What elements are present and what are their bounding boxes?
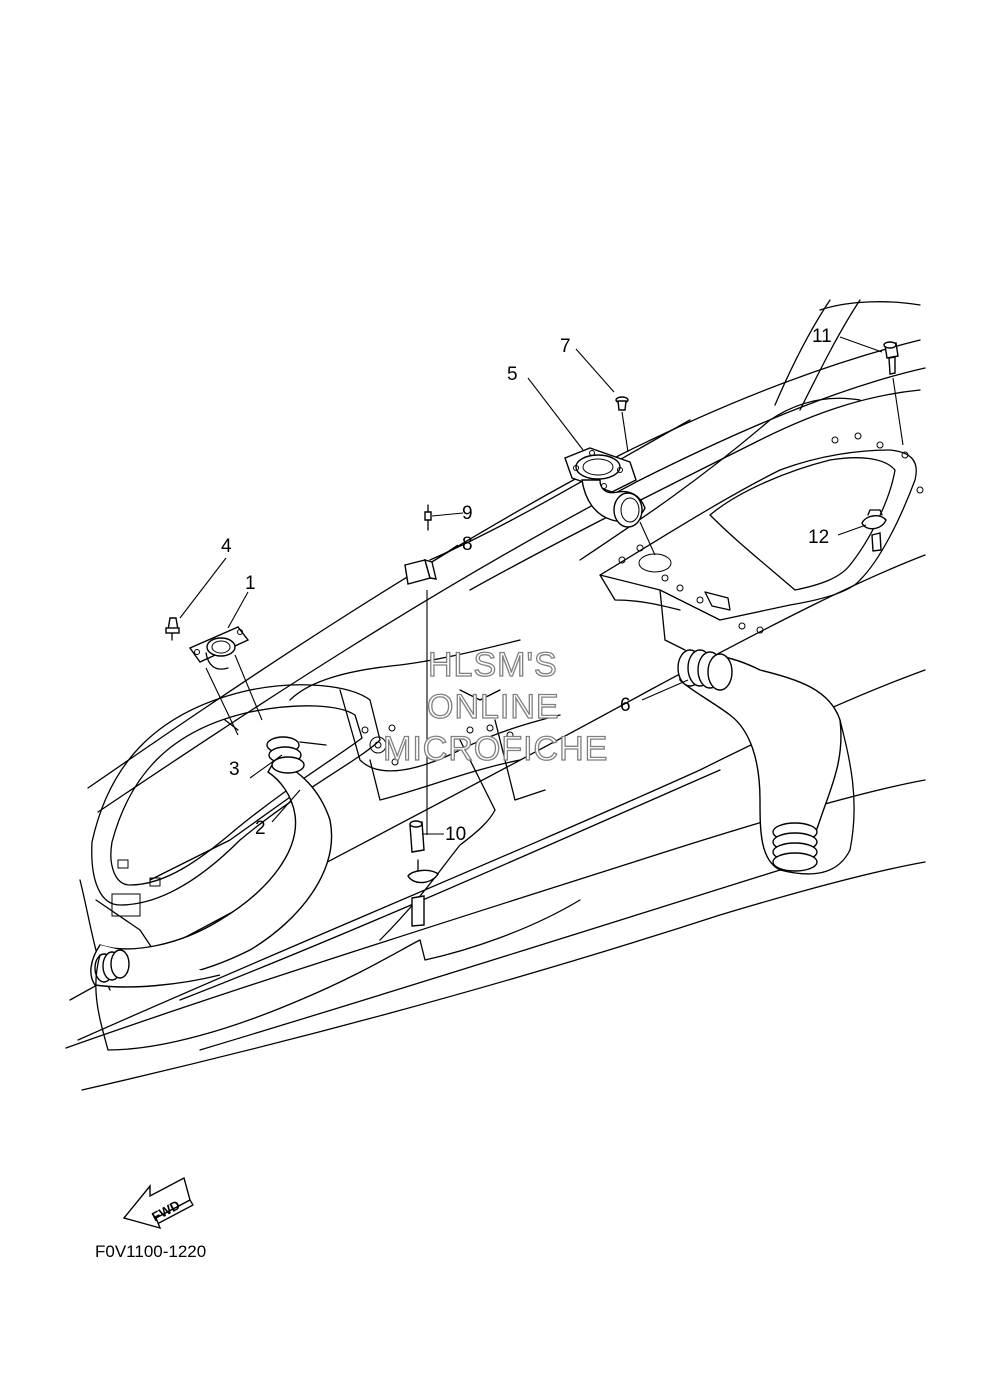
hose-ribs-bottom [772, 822, 818, 872]
diagram-code: F0V1100-1220 [95, 1242, 206, 1261]
fwd-arrow-icon: FWD [122, 1176, 194, 1230]
watermark-line-2: ONLINE [427, 688, 560, 726]
watermark: HLSM'S ONLINE MICROFICHE [382, 645, 608, 768]
callout-2: 2 [255, 818, 266, 839]
callout-10: 10 [445, 824, 466, 845]
part-4-rivet [165, 617, 180, 641]
center-console [289, 639, 561, 801]
watermark-line-1: HLSM'S [428, 646, 558, 684]
callout-7: 7 [560, 336, 571, 357]
part-1-vent-flange [188, 626, 263, 736]
callout-5: 5 [507, 364, 518, 385]
callout-9: 9 [462, 503, 473, 524]
callout-leaders [179, 336, 883, 835]
part-12-clip [861, 509, 887, 552]
part-10-drain-tube [407, 820, 439, 927]
part-7-screw [615, 396, 629, 453]
callout-6: 6 [620, 695, 631, 716]
callout-labels: 1 2 3 4 5 6 7 8 9 10 11 12 [221, 326, 832, 845]
callout-1: 1 [245, 573, 256, 594]
callout-8: 8 [462, 534, 473, 555]
rear-hatch-frame [599, 432, 924, 634]
watermark-line-3: MICROFICHE [383, 730, 608, 768]
hose-ribs-left [94, 949, 130, 983]
callout-4: 4 [221, 536, 232, 557]
part-9-pin [424, 504, 432, 835]
callout-12: 12 [808, 527, 829, 548]
duct-hose-left [90, 719, 333, 988]
lower-hull-wall [95, 719, 855, 1051]
duct-hose-right [659, 589, 842, 872]
hull-outline [65, 299, 926, 1091]
callout-11: 11 [812, 326, 832, 347]
hose-ribs-top [677, 649, 733, 691]
part-11-bolt [883, 341, 904, 446]
footwell-frame [79, 684, 381, 991]
hose-clamp [266, 736, 327, 774]
callout-3: 3 [229, 759, 240, 780]
part-5-elbow-duct [564, 447, 656, 556]
part-8-bumper [404, 558, 437, 585]
hatch-bolt-holes [618, 432, 924, 634]
